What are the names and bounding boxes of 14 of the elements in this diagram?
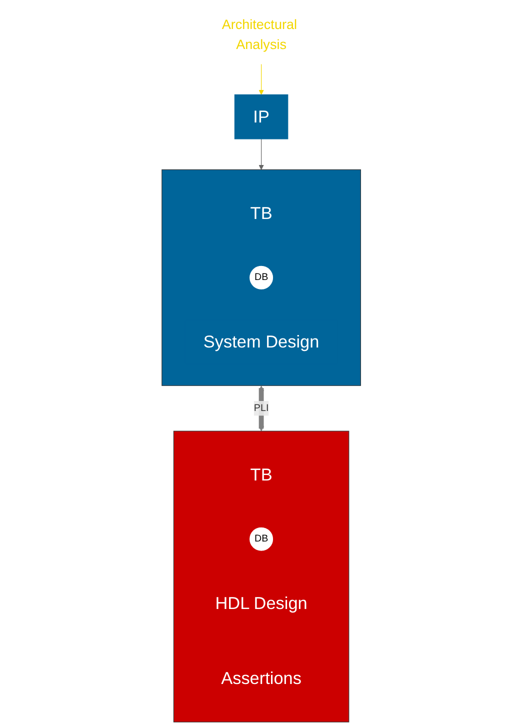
node-text: HDL Design <box>214 594 308 613</box>
node-text: Architectural Analysis <box>222 16 297 52</box>
edge-label: PLI <box>254 402 268 414</box>
arrow <box>258 64 264 95</box>
node-text: System Design <box>203 332 319 352</box>
node-text: TB <box>250 464 272 484</box>
node-text: Assertions <box>220 668 302 688</box>
cluster <box>173 430 349 722</box>
node-circle: DB <box>249 527 273 551</box>
cluster <box>161 169 361 386</box>
node-box: IP <box>234 94 288 140</box>
node-text: TB <box>250 204 272 223</box>
arrow <box>258 138 264 170</box>
node-circle: DB <box>249 266 273 290</box>
